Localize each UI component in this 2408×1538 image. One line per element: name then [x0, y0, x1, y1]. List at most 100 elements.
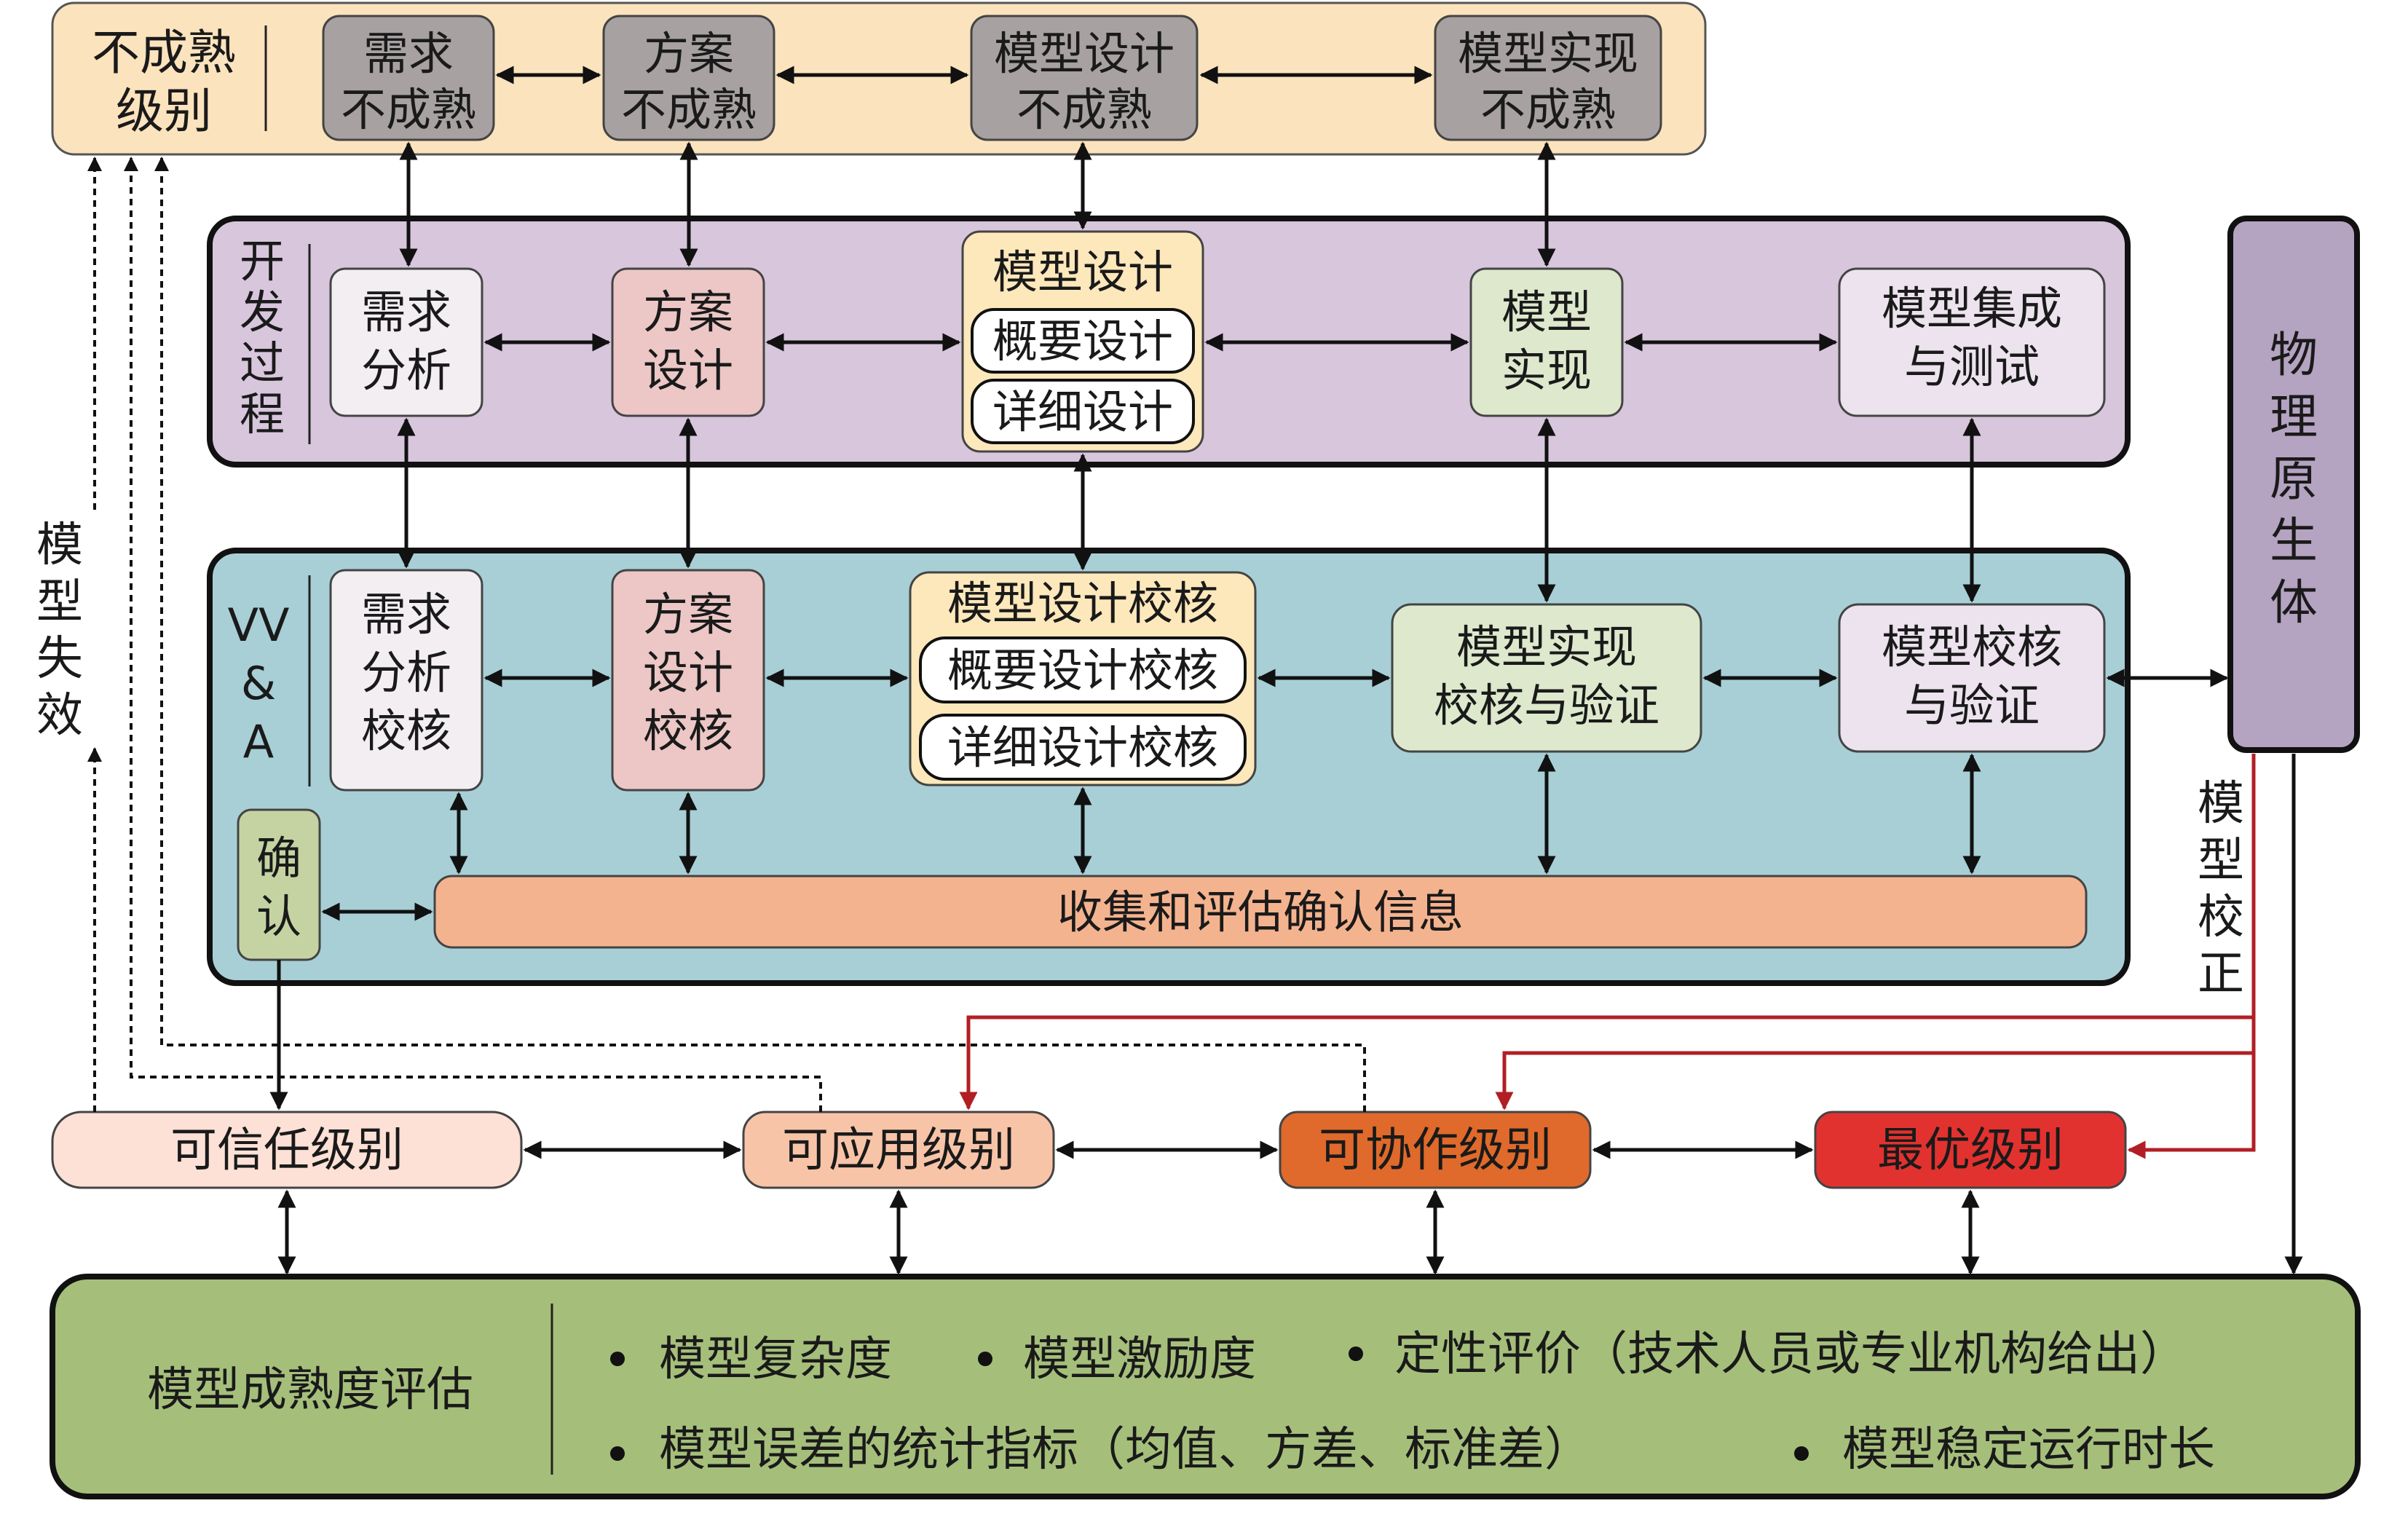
vva-scheme-line2: 设计: [643, 646, 733, 699]
stage-scheme-immature-line2: 不成熟: [621, 83, 757, 136]
immaturity-title-line1: 不成熟: [92, 25, 236, 81]
dev-design-outline: 概要设计: [992, 315, 1173, 368]
model-failure-label: 模 型 失 效: [36, 518, 83, 743]
dev-scheme-line1: 方案: [643, 285, 733, 339]
dev-title-char3: 过: [240, 336, 285, 390]
dev-requirement-line2: 分析: [361, 344, 451, 397]
dev-implementation-line2: 实现: [1501, 344, 1592, 397]
calibration-path-collaborative: [1495, 1051, 2254, 1111]
calibration-char2: 型: [2198, 834, 2244, 888]
stage-implementation-immature-line2: 不成熟: [1480, 83, 1616, 136]
vva-model-design-check: 模型设计校核 概要设计校核 详细设计校核: [909, 571, 1257, 786]
vva-design-detail-check: 详细设计校核: [947, 721, 1218, 774]
calibration-char4: 正: [2198, 947, 2244, 1001]
calibration-path-optimal: [2127, 754, 2256, 1159]
level-trusted: 可信任级别: [51, 1111, 523, 1189]
level-collaborative-label: 可协作级别: [1319, 1124, 1552, 1178]
stage-design-immature: 模型设计 不成熟: [970, 15, 1199, 141]
failure-char1: 模: [36, 518, 83, 572]
failure-char3: 失: [36, 632, 83, 686]
stage-requirement-immature: 需求 不成熟: [322, 15, 495, 141]
metric-complexity: 模型复杂度: [659, 1333, 892, 1387]
stage-design-immature-line1: 模型设计: [994, 27, 1175, 80]
failure-char2: 型: [36, 575, 83, 629]
calibration-path-applicable: [959, 1015, 2254, 1111]
physical-char4: 生: [2270, 513, 2318, 569]
failure-path-applicable: [124, 157, 822, 1112]
dev-integration-line1: 模型集成: [1882, 282, 2062, 335]
bullet-error-stats: [610, 1446, 625, 1461]
vva-confirm-line1: 确: [256, 832, 301, 885]
development-panel: 开 发 过 程 需求 分析 方案 设计 模型设计 概要设计 详细设计 模型 实现: [207, 216, 2131, 468]
vva-panel: VV & A 需求 分析 校核 方案 设计 校核 模型设计校核 概要设计校核 详…: [207, 548, 2131, 986]
vva-requirement-line2: 分析: [361, 646, 451, 699]
level-optimal: 最优级别: [1814, 1111, 2127, 1189]
vva-collect-info: 收集和评估确认信息: [433, 875, 2088, 949]
vva-implementation-line2: 校核与验证: [1434, 679, 1659, 732]
bullet-qualitative: [1349, 1346, 1363, 1361]
dev-implementation-line1: 模型: [1501, 285, 1592, 339]
physical-char1: 物: [2270, 327, 2318, 383]
dev-design-detail: 详细设计: [992, 385, 1173, 438]
vva-design-outline-check: 概要设计校核: [947, 644, 1218, 697]
immaturity-title-line2: 级别: [116, 83, 212, 139]
metric-qualitative: 定性评价（技术人员或专业机构给出）: [1394, 1328, 2187, 1381]
calibration-char3: 校: [2198, 891, 2244, 945]
dev-integration-line2: 与测试: [1904, 340, 2040, 393]
stage-implementation-immature-line1: 模型实现: [1458, 27, 1638, 80]
dev-title-char1: 开: [240, 234, 285, 288]
stage-requirement-immature-line1: 需求: [363, 27, 454, 80]
vva-confirm-line2: 认: [256, 890, 301, 943]
level-optimal-label: 最优级别: [1877, 1124, 2064, 1178]
dev-scheme-line2: 设计: [643, 344, 733, 397]
bullet-complexity: [610, 1352, 625, 1366]
vva-validation-line2: 与验证: [1904, 679, 2040, 732]
failure-path-collaborative: [154, 157, 1366, 1112]
level-collaborative: 可协作级别: [1279, 1111, 1592, 1189]
level-trusted-label: 可信任级别: [170, 1124, 403, 1178]
stage-scheme-immature: 方案 不成熟: [602, 15, 775, 141]
dev-title-char4: 程: [240, 387, 285, 441]
vva-confirm: 确 认: [237, 808, 321, 961]
vva-collect-label: 收集和评估确认信息: [1057, 886, 1464, 939]
dev-requirement-line1: 需求: [361, 285, 451, 339]
connectors: [87, 66, 2303, 1275]
stage-design-immature-line2: 不成熟: [1017, 83, 1152, 136]
vva-model-validation: 模型校核 与验证: [1838, 603, 2106, 753]
failure-char4: 效: [36, 689, 83, 743]
physical-char2: 理: [2270, 389, 2318, 445]
metric-excitation: 模型激励度: [1023, 1333, 1256, 1387]
vva-title-line3: A: [243, 715, 274, 768]
physical-char5: 体: [2270, 575, 2318, 631]
dev-model-implementation: 模型 实现: [1469, 267, 1624, 417]
vva-title-line2: &: [241, 657, 276, 710]
physical-entity: 物 理 原 生 体: [2227, 216, 2360, 753]
vva-requirement-line3: 校核: [361, 704, 451, 757]
dev-design-title: 模型设计: [992, 245, 1173, 299]
dev-model-integration: 模型集成 与测试: [1838, 267, 2106, 417]
vva-requirement-check: 需求 分析 校核: [329, 569, 483, 792]
vva-implementation-verify: 模型实现 校核与验证: [1391, 603, 1702, 753]
immaturity-panel: 不成熟 级别 需求 不成熟 方案 不成熟 模型设计 不成熟 模型实现 不成熟: [51, 1, 1707, 156]
metric-runtime: 模型稳定运行时长: [1842, 1423, 2215, 1477]
dev-title-char2: 发: [240, 285, 285, 339]
stage-scheme-immature-line1: 方案: [644, 27, 734, 80]
physical-char3: 原: [2270, 451, 2318, 507]
model-calibration-label: 模 型 校 正: [2193, 765, 2249, 1001]
vva-scheme-line1: 方案: [643, 588, 733, 641]
vva-validation-line1: 模型校核: [1882, 620, 2062, 674]
level-applicable: 可应用级别: [742, 1111, 1055, 1189]
dev-requirement-analysis: 需求 分析: [329, 267, 483, 417]
vva-scheme-check: 方案 设计 校核: [611, 569, 765, 792]
maturity-assessment: 模型成熟度评估 模型复杂度 模型激励度 定性评价（技术人员或专业机构给出） 模型…: [50, 1274, 2361, 1499]
bullet-runtime: [1794, 1446, 1809, 1461]
vva-scheme-line3: 校核: [643, 704, 733, 757]
dev-scheme-design: 方案 设计: [611, 267, 765, 417]
metric-error-stats: 模型误差的统计指标（均值、方差、标准差）: [659, 1423, 1591, 1477]
dev-model-design: 模型设计 概要设计 详细设计: [961, 230, 1204, 453]
assessment-title: 模型成熟度评估: [147, 1363, 473, 1417]
calibration-char1: 模: [2198, 777, 2244, 831]
vva-title-line1: VV: [228, 599, 290, 652]
level-applicable-label: 可应用级别: [782, 1124, 1015, 1178]
